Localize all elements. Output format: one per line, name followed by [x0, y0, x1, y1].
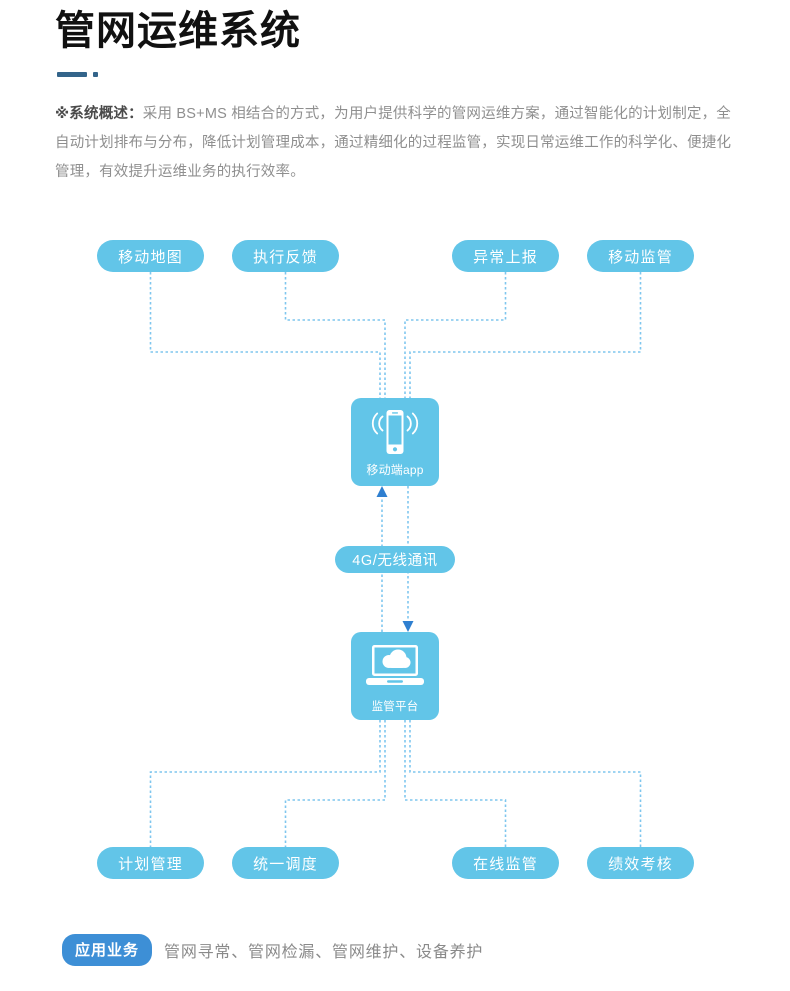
- node-plan-management[interactable]: 计划管理: [97, 847, 204, 879]
- node-mobile-map[interactable]: 移动地图: [97, 240, 204, 272]
- title-divider: [57, 70, 103, 79]
- node-wireless-link[interactable]: 4G/无线通讯: [335, 546, 455, 573]
- application-business-text: 管网寻常、管网检漏、管网维护、设备养护: [164, 944, 484, 961]
- overview-lead: ※系统概述：: [55, 106, 143, 122]
- node-mobile-supervision[interactable]: 移动监管: [587, 240, 694, 272]
- node-mobile-app-label: 移动端app: [366, 463, 424, 477]
- node-performance-appraisal[interactable]: 绩效考核: [587, 847, 694, 879]
- node-mobile-app[interactable]: 移动端app: [351, 398, 439, 486]
- node-unified-dispatch[interactable]: 统一调度: [232, 847, 339, 879]
- system-overview: ※系统概述：采用 BS+MS 相结合的方式，为用户提供科学的管网运维方案，通过智…: [55, 100, 745, 187]
- laptop-cloud-icon: [363, 641, 427, 693]
- divider-dot: [93, 72, 98, 77]
- node-execution-feedback[interactable]: 执行反馈: [232, 240, 339, 272]
- application-business-row: 应用业务 管网寻常、管网检漏、管网维护、设备养护: [62, 934, 483, 966]
- application-business-badge: 应用业务: [62, 934, 153, 966]
- node-supervision-platform[interactable]: 监管平台: [351, 632, 439, 720]
- node-exception-report[interactable]: 异常上报: [452, 240, 559, 272]
- node-online-supervision[interactable]: 在线监管: [452, 847, 559, 879]
- arrow-up-icon: [376, 486, 388, 497]
- smartphone-signal-icon: [363, 407, 427, 459]
- divider-bar: [57, 72, 87, 77]
- node-supervision-platform-label: 监管平台: [371, 701, 419, 713]
- arrow-down-icon: [402, 621, 414, 632]
- overview-body: 采用 BS+MS 相结合的方式，为用户提供科学的管网运维方案，通过智能化的计划制…: [55, 106, 732, 180]
- page-title: 管网运维系统: [55, 9, 301, 53]
